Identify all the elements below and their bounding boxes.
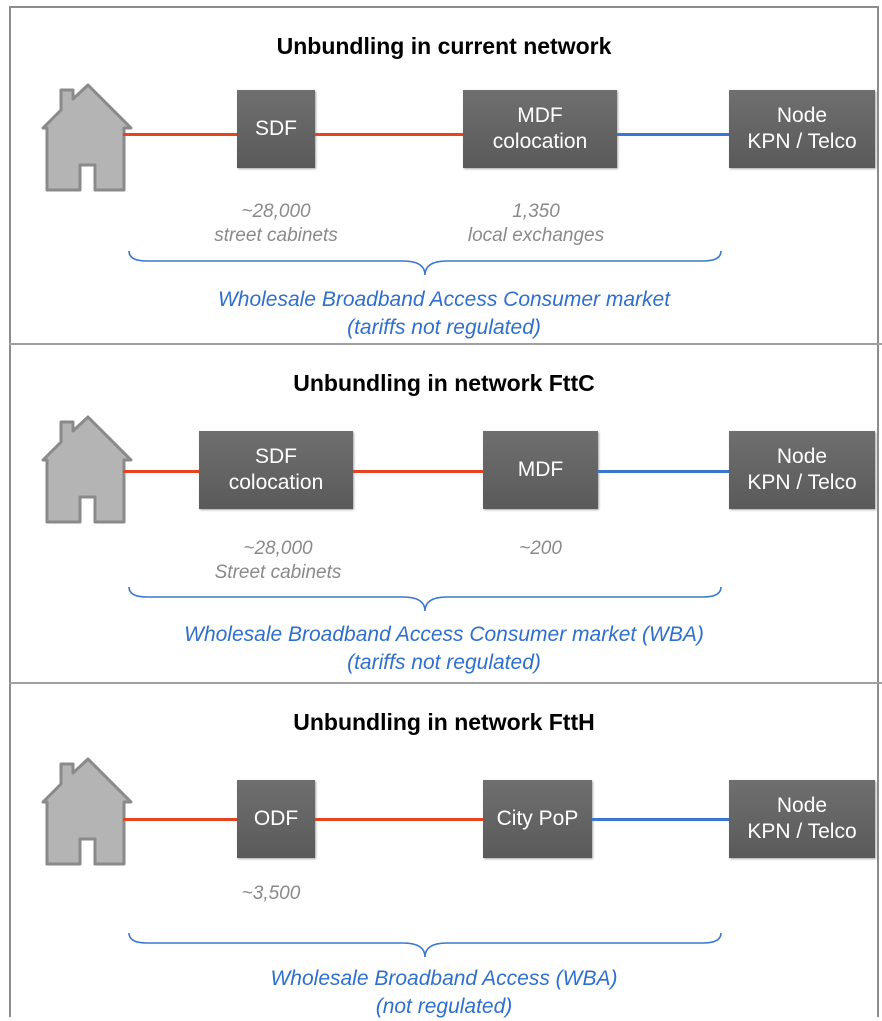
- copper-link: [353, 470, 483, 473]
- panel-divider: [9, 682, 882, 684]
- panel-title: Unbundling in current network: [276, 33, 612, 59]
- market-line: Wholesale Broadband Access (WBA): [270, 967, 618, 990]
- box-label: colocation: [492, 130, 588, 153]
- odf-box: ODF: [237, 780, 315, 858]
- box-label: Node: [776, 104, 828, 127]
- fiber-link: [617, 133, 729, 136]
- copper-link: [315, 818, 483, 821]
- copper-link: [315, 133, 463, 136]
- panel-divider: [9, 343, 882, 345]
- market-label: Wholesale Broadband Access Consumer mark…: [11, 286, 877, 342]
- curly-brace-icon: [128, 250, 722, 276]
- panel-fttc: Unbundling in network FttC SDF colocation…: [11, 345, 877, 682]
- box-label: colocation: [228, 471, 324, 494]
- box-label: KPN / Telco: [747, 471, 857, 494]
- note-line: Street cabinets: [214, 562, 342, 583]
- note-line: ~200: [519, 538, 562, 559]
- note-line: ~3,500: [241, 883, 301, 904]
- count-note: 1,350 local exchanges: [436, 200, 636, 248]
- house-icon: [41, 415, 133, 524]
- note-line: street cabinets: [214, 225, 338, 246]
- city-pop-box: City PoP: [483, 780, 592, 858]
- mdf-box: MDF: [483, 431, 598, 509]
- count-note: ~200: [483, 537, 598, 561]
- note-line: 1,350: [512, 201, 560, 222]
- curly-brace-icon: [128, 586, 722, 612]
- note-line: ~28,000: [243, 538, 313, 559]
- box-label: KPN / Telco: [747, 130, 857, 153]
- panel-title: Unbundling in network FttC: [293, 370, 595, 396]
- diagram-frame: [9, 6, 879, 1017]
- sdf-box: SDF: [237, 90, 315, 168]
- box-label: MDF: [517, 458, 564, 481]
- fiber-link: [598, 470, 729, 473]
- note-line: ~28,000: [241, 201, 311, 222]
- count-note: ~3,500: [211, 882, 331, 906]
- box-label: MDF: [517, 104, 563, 127]
- count-note: ~28,000 street cabinets: [181, 200, 371, 248]
- market-line: Wholesale Broadband Access Consumer mark…: [217, 288, 671, 311]
- panel-current-network: Unbundling in current network SDF MDF col…: [11, 8, 877, 343]
- box-label: SDF: [255, 117, 297, 140]
- box-label: City PoP: [496, 807, 579, 830]
- market-line: (tariffs not regulated): [347, 316, 541, 339]
- count-note: ~28,000 Street cabinets: [183, 537, 373, 585]
- box-label: ODF: [253, 807, 299, 830]
- house-icon: [41, 83, 133, 192]
- box-label: Node: [776, 445, 828, 468]
- sdf-colocation-box: SDF colocation: [199, 431, 353, 509]
- box-label: Node: [776, 794, 828, 817]
- market-line: (tariffs not regulated): [347, 651, 541, 674]
- copper-link: [123, 818, 249, 821]
- market-line: Wholesale Broadband Access Consumer mark…: [184, 623, 704, 646]
- panel-title: Unbundling in network FttH: [293, 709, 595, 735]
- panel-ftth: Unbundling in network FttH ODF City PoP …: [11, 684, 877, 1018]
- fiber-link: [592, 818, 729, 821]
- market-label: Wholesale Broadband Access (WBA) (not re…: [11, 965, 877, 1021]
- box-label: SDF: [255, 445, 297, 468]
- curly-brace-icon: [128, 932, 722, 958]
- note-line: local exchanges: [467, 225, 605, 246]
- copper-link: [123, 470, 201, 473]
- copper-link: [123, 133, 249, 136]
- market-line: (not regulated): [375, 995, 513, 1018]
- house-icon: [41, 757, 133, 866]
- mdf-box: MDF colocation: [463, 90, 617, 168]
- box-label: KPN / Telco: [747, 820, 857, 843]
- market-label: Wholesale Broadband Access Consumer mark…: [11, 621, 877, 677]
